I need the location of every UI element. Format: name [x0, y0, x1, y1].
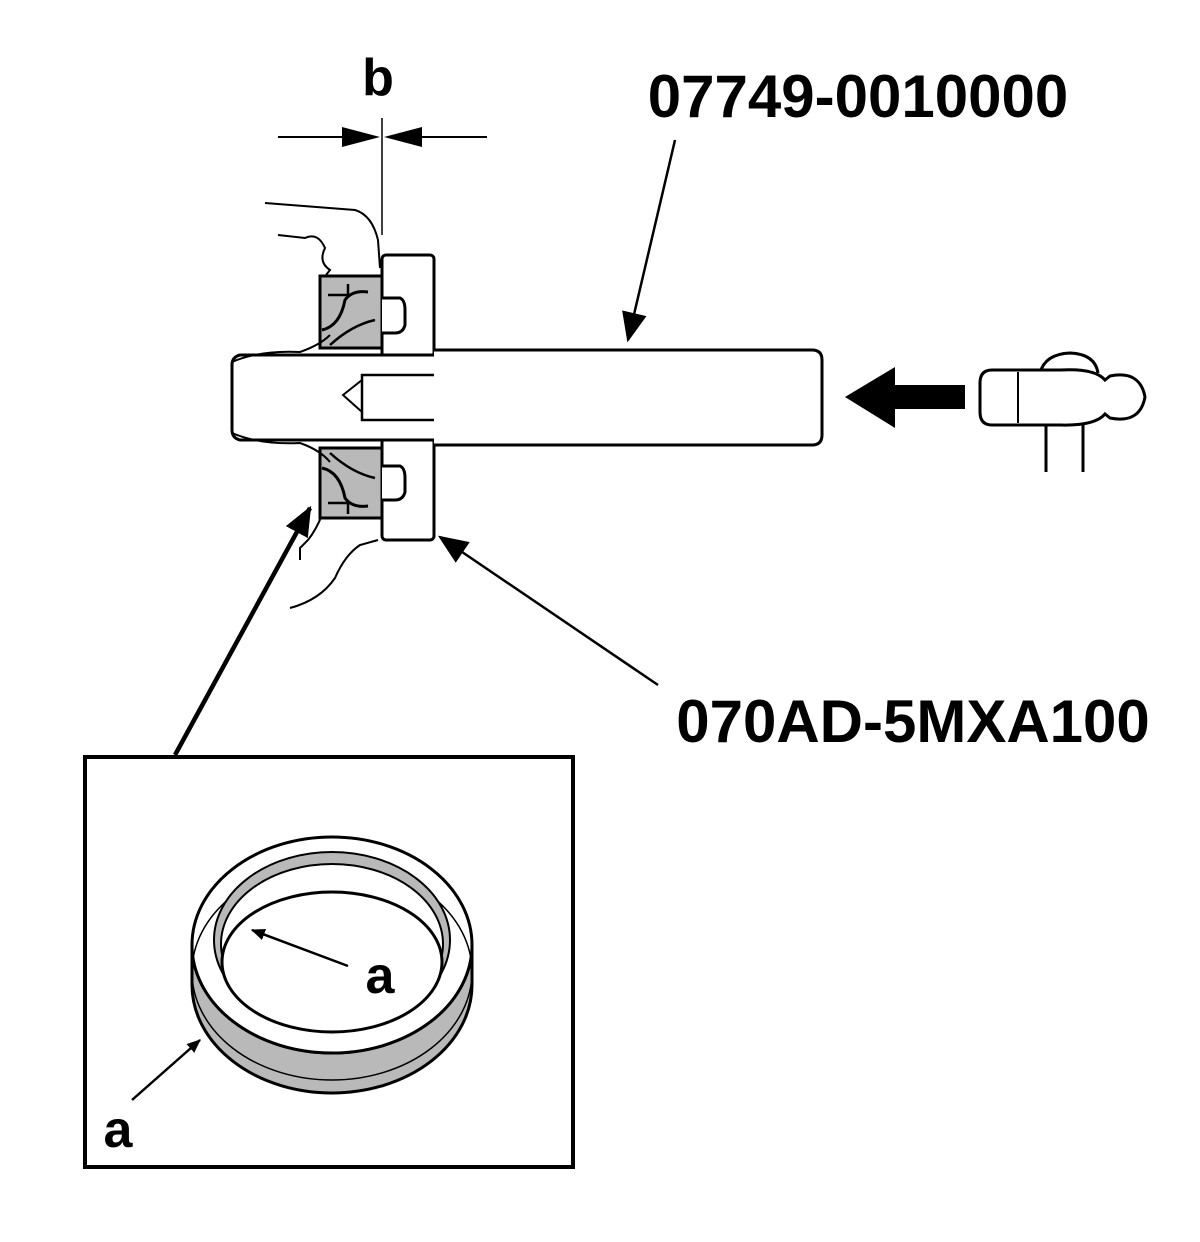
- attachment-part-number: 070AD-5MXA100: [676, 688, 1150, 755]
- dimension-arrow-right-icon: [342, 127, 380, 147]
- dimension-arrow-left-icon: [384, 127, 422, 147]
- dimension-b-label: b: [362, 49, 394, 107]
- leader-seal-marking-inner: [250, 928, 349, 968]
- driver-handle: [434, 348, 824, 447]
- oil-seal-section-upper: [318, 274, 384, 350]
- seal-marking-outer-label: a: [104, 1101, 134, 1159]
- leader-seal-marking-outer: [131, 1039, 201, 1101]
- driver-handle-part-number: 07749-0010000: [648, 63, 1068, 130]
- leader-driver-handle: [622, 139, 677, 343]
- attachment-tool: [230, 253, 436, 542]
- dimension-b: [278, 118, 487, 235]
- seal-marking-inner-label: a: [366, 947, 396, 1005]
- oil-seal-section-lower: [318, 446, 384, 520]
- arrow-left-icon: [845, 367, 965, 428]
- leader-inset-to-seal: [173, 505, 312, 757]
- leader-attachment: [437, 535, 659, 687]
- oil-seal-ring-illustration: [190, 835, 474, 1095]
- hammer-icon: [978, 351, 1147, 472]
